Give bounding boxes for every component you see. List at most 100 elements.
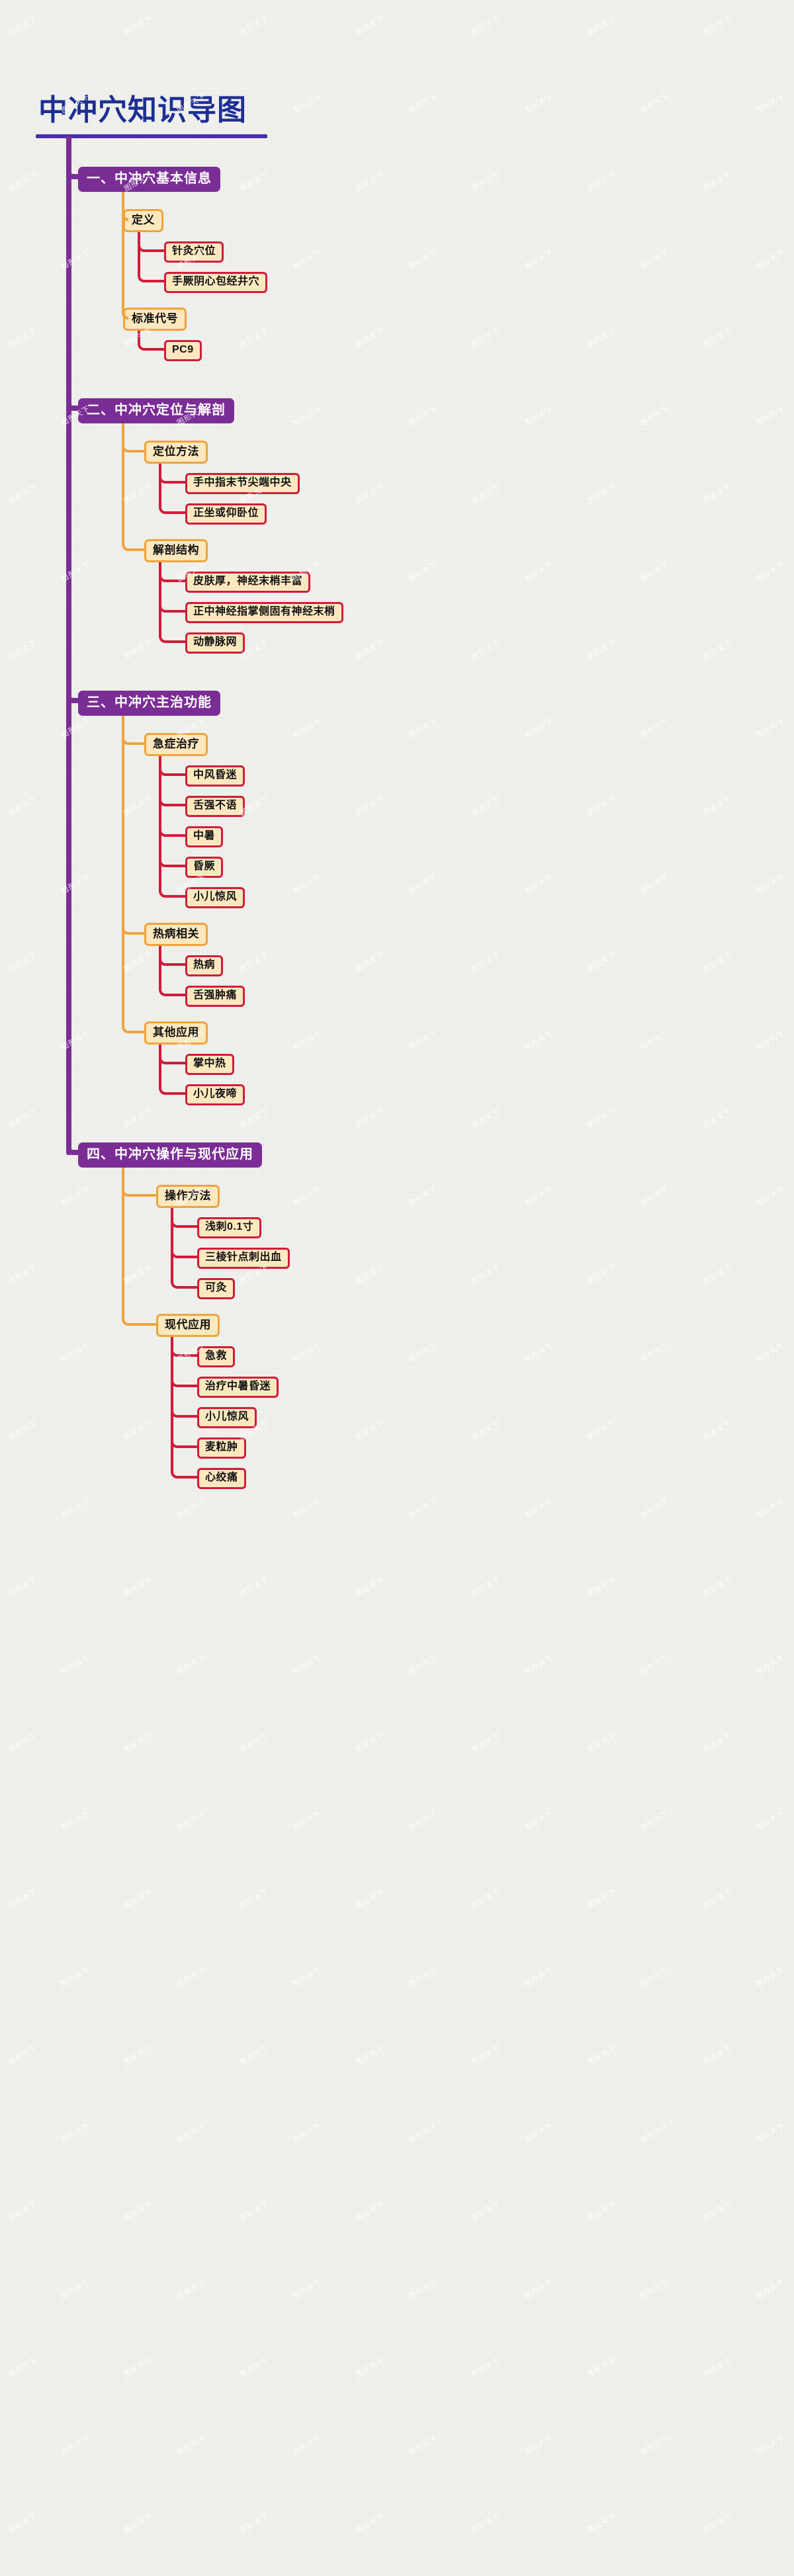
leaf-node-3-2-2[interactable]: 舌强肿痛 bbox=[185, 986, 245, 1007]
watermark-text: 图形天下 bbox=[175, 2122, 208, 2145]
subbranch-node-4-2[interactable]: 现代应用 bbox=[156, 1314, 220, 1337]
watermark-text: 图形天下 bbox=[7, 794, 39, 818]
watermark-text: 图形天下 bbox=[523, 1809, 555, 1833]
leaf-node-3-1-4[interactable]: 昏厥 bbox=[185, 857, 224, 878]
branch-node-1[interactable]: 一、中冲穴基本信息 bbox=[78, 167, 220, 192]
watermark-text: 图形天下 bbox=[586, 170, 618, 194]
watermark-text: 图形天下 bbox=[354, 1107, 386, 1131]
branch-node-2[interactable]: 二、中冲穴定位与解剖 bbox=[78, 398, 234, 423]
watermark-text: 图形天下 bbox=[754, 2278, 787, 2301]
leaf-node-4-1-3[interactable]: 可灸 bbox=[197, 1278, 236, 1299]
leaf-node-3-2-1[interactable]: 热病 bbox=[185, 955, 224, 976]
leaf-node-3-3-2[interactable]: 小儿夜啼 bbox=[185, 1084, 245, 1105]
leaf-node-3-1-5[interactable]: 小儿惊风 bbox=[185, 887, 245, 908]
leaf-node-1-1-1[interactable]: 针灸穴位 bbox=[164, 241, 224, 263]
connector-elbow bbox=[171, 1337, 197, 1479]
watermark-text: 图形天下 bbox=[175, 2434, 208, 2458]
subbranch-node-3-1[interactable]: 急症治疗 bbox=[144, 733, 208, 756]
watermark-text: 图形天下 bbox=[291, 1497, 324, 1521]
watermark-text: 图形天下 bbox=[701, 1263, 734, 1287]
leaf-node-4-2-2[interactable]: 治疗中暑昏迷 bbox=[197, 1377, 279, 1398]
watermark-text: 图形天下 bbox=[754, 404, 787, 428]
leaf-node-3-1-3-label: 中暑 bbox=[193, 830, 216, 841]
subbranch-node-2-1[interactable]: 定位方法 bbox=[144, 441, 208, 464]
watermark-text: 图形天下 bbox=[639, 404, 671, 428]
leaf-node-3-1-1[interactable]: 中风昏迷 bbox=[185, 765, 245, 787]
watermark-text: 图形天下 bbox=[291, 1341, 324, 1365]
leaf-node-4-2-1[interactable]: 急救 bbox=[197, 1346, 236, 1367]
watermark-text: 图形天下 bbox=[701, 1887, 734, 1911]
watermark-text: 图形天下 bbox=[701, 1419, 734, 1443]
leaf-node-3-3-1-label: 掌中热 bbox=[193, 1058, 226, 1069]
leaf-node-4-2-4[interactable]: 麦粒肿 bbox=[197, 1438, 246, 1459]
watermark-text: 图形天下 bbox=[586, 2043, 618, 2067]
watermark-text: 图形天下 bbox=[407, 1185, 439, 1209]
subbranch-node-1-1[interactable]: 定义 bbox=[123, 209, 163, 232]
connector-elbow bbox=[122, 1168, 156, 1326]
watermark-text: 图形天下 bbox=[291, 1653, 324, 1677]
watermark-text: 图形天下 bbox=[354, 482, 386, 506]
watermark-text: 图形天下 bbox=[639, 560, 671, 584]
leaf-node-3-1-3[interactable]: 中暑 bbox=[185, 826, 224, 847]
watermark-text: 图形天下 bbox=[639, 248, 671, 272]
watermark-text: 图形天下 bbox=[470, 794, 502, 818]
subbranch-node-2-2[interactable]: 解剖结构 bbox=[144, 539, 208, 562]
watermark-text: 图形天下 bbox=[238, 2200, 271, 2223]
watermark-text: 图形天下 bbox=[754, 560, 787, 584]
leaf-node-3-1-5-label: 小儿惊风 bbox=[193, 891, 238, 902]
leaf-node-2-2-1-label: 皮肤厚，神经末梢丰富 bbox=[193, 576, 303, 587]
watermark-text: 图形天下 bbox=[523, 2278, 555, 2301]
leaf-node-2-1-1[interactable]: 手中指末节尖端中央 bbox=[185, 473, 300, 494]
watermark-text: 图形天下 bbox=[586, 1575, 618, 1599]
watermark-text: 图形天下 bbox=[7, 2356, 39, 2380]
watermark-text: 图形天下 bbox=[7, 1887, 39, 1911]
subbranch-node-3-2[interactable]: 热病相关 bbox=[144, 923, 208, 946]
watermark-text: 图形天下 bbox=[586, 794, 618, 818]
subbranch-node-1-2[interactable]: 标准代号 bbox=[123, 308, 187, 331]
connector-elbow bbox=[138, 232, 164, 282]
watermark-text: 图形天下 bbox=[238, 2356, 271, 2380]
subbranch-node-3-3[interactable]: 其他应用 bbox=[144, 1021, 208, 1045]
leaf-node-4-1-2[interactable]: 三棱针点刺出血 bbox=[197, 1248, 290, 1269]
watermark-text: 图形天下 bbox=[586, 482, 618, 506]
watermark-text: 图形天下 bbox=[586, 1887, 618, 1911]
leaf-node-3-1-2[interactable]: 舌强不语 bbox=[185, 796, 245, 817]
leaf-node-1-2-1[interactable]: PC9 bbox=[164, 340, 202, 361]
watermark-text: 图形天下 bbox=[523, 1965, 555, 1989]
watermark-text: 图形天下 bbox=[586, 951, 618, 974]
leaf-node-4-2-5[interactable]: 心绞痛 bbox=[197, 1468, 246, 1489]
watermark-text: 图形天下 bbox=[639, 1809, 671, 1833]
leaf-node-2-2-2[interactable]: 正中神经指掌侧固有神经末梢 bbox=[185, 602, 343, 623]
leaf-node-4-2-3[interactable]: 小儿惊风 bbox=[197, 1407, 257, 1428]
leaf-node-2-2-3[interactable]: 动静脉网 bbox=[185, 632, 245, 654]
watermark-text: 图形天下 bbox=[523, 2122, 555, 2145]
branch-node-3[interactable]: 三、中冲穴主治功能 bbox=[78, 691, 220, 716]
watermark-text: 图形天下 bbox=[175, 2278, 208, 2301]
leaf-node-3-3-1[interactable]: 掌中热 bbox=[185, 1054, 234, 1075]
watermark-text: 图形天下 bbox=[523, 560, 555, 584]
watermark-text: 图形天下 bbox=[586, 1419, 618, 1443]
subbranch-node-4-2-label: 现代应用 bbox=[165, 1318, 211, 1331]
watermark-text: 图形天下 bbox=[407, 1497, 439, 1521]
watermark-text: 图形天下 bbox=[407, 873, 439, 896]
watermark-text: 图形天下 bbox=[754, 92, 787, 116]
connector-elbow bbox=[159, 562, 185, 643]
subbranch-node-1-1-label: 定义 bbox=[132, 214, 155, 226]
watermark-text: 图形天下 bbox=[7, 14, 39, 38]
watermark-text: 图形天下 bbox=[7, 482, 39, 506]
watermark-text: 图形天下 bbox=[470, 1263, 502, 1287]
branch-node-4[interactable]: 四、中冲穴操作与现代应用 bbox=[78, 1142, 262, 1168]
watermark-text: 图形天下 bbox=[470, 14, 502, 38]
leaf-node-2-2-1[interactable]: 皮肤厚，神经末梢丰富 bbox=[185, 572, 311, 593]
watermark-text: 图形天下 bbox=[238, 1887, 271, 1911]
leaf-node-4-1-1[interactable]: 浅刺0.1寸 bbox=[197, 1217, 262, 1238]
subbranch-node-4-1[interactable]: 操作方法 bbox=[156, 1185, 220, 1208]
watermark-text: 图形天下 bbox=[407, 404, 439, 428]
leaf-node-1-1-2-label: 手厥阴心包经井穴 bbox=[172, 276, 260, 287]
watermark-text: 图形天下 bbox=[586, 2200, 618, 2223]
watermark-text: 图形天下 bbox=[586, 2356, 618, 2380]
leaf-node-2-1-2[interactable]: 正坐或仰卧位 bbox=[185, 503, 267, 525]
leaf-node-1-1-2[interactable]: 手厥阴心包经井穴 bbox=[164, 272, 268, 293]
watermark-text: 图形天下 bbox=[639, 873, 671, 896]
watermark-text: 图形天下 bbox=[291, 1809, 324, 1833]
